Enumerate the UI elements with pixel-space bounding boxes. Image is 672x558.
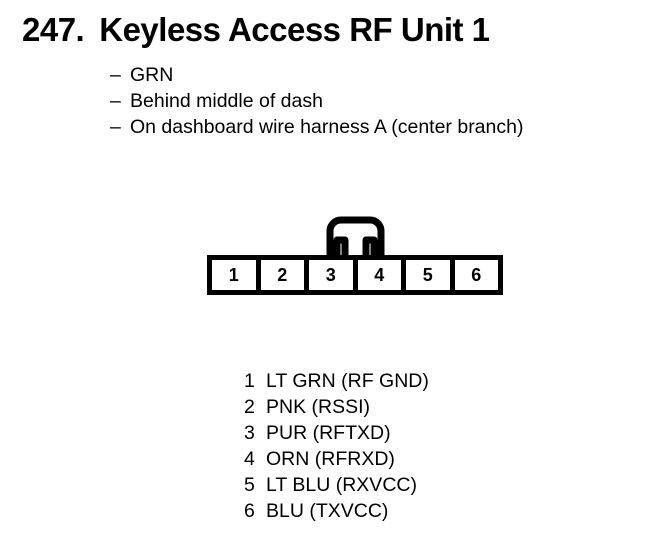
pin-number: 1 xyxy=(244,370,255,392)
note-label: GRN xyxy=(130,64,174,86)
pin-description: LT GRN (RF GND) xyxy=(266,370,429,392)
connector-cavity: 3 xyxy=(309,260,353,290)
dash-icon: – xyxy=(110,90,121,112)
pin-description: LT BLU (RXVCC) xyxy=(266,474,417,496)
note-item: – Behind middle of dash xyxy=(110,88,650,114)
note-item: – On dashboard wire harness A (center br… xyxy=(110,114,650,140)
pin-legend-row: 3 PUR (RFTXD) xyxy=(244,420,429,446)
pin-number: 5 xyxy=(244,474,255,496)
dash-icon: – xyxy=(110,116,121,138)
pin-description: PNK (RSSI) xyxy=(266,396,371,418)
connector-body: 1 2 3 4 5 6 xyxy=(207,255,503,295)
connector-cavity: 2 xyxy=(260,260,304,290)
pin-number: 2 xyxy=(244,396,255,418)
pin-legend-row: 1 LT GRN (RF GND) xyxy=(244,368,429,394)
entry-number: 247. xyxy=(22,11,85,48)
note-label: On dashboard wire harness A (center bran… xyxy=(130,116,524,138)
pin-number: 4 xyxy=(244,448,255,470)
connector-cavity: 1 xyxy=(212,260,256,290)
pin-description: BLU (TXVCC) xyxy=(266,500,389,522)
pin-legend-row: 5 LT BLU (RXVCC) xyxy=(244,472,429,498)
note-item: – GRN xyxy=(110,62,650,88)
connector-cavity: 5 xyxy=(406,260,450,290)
pin-legend: 1 LT GRN (RF GND) 2 PNK (RSSI) 3 PUR (RF… xyxy=(244,368,429,524)
dash-icon: – xyxy=(110,64,121,86)
pin-number: 6 xyxy=(244,500,255,522)
page-title: 247. Keyless Access RF Unit 1 xyxy=(22,13,490,46)
pin-legend-row: 2 PNK (RSSI) xyxy=(244,394,429,420)
note-label: Behind middle of dash xyxy=(130,90,323,112)
pin-description: PUR (RFTXD) xyxy=(266,422,391,444)
entry-title: Keyless Access RF Unit 1 xyxy=(99,11,490,48)
pin-description: ORN (RFRXD) xyxy=(266,448,395,470)
connector-diagram: 1 2 3 4 5 6 xyxy=(207,215,503,295)
connector-cavity: 4 xyxy=(357,260,401,290)
notes-list: – GRN – Behind middle of dash – On dashb… xyxy=(110,62,650,140)
connector-latch-icon xyxy=(320,215,391,259)
pin-legend-row: 6 BLU (TXVCC) xyxy=(244,498,429,524)
connector-cavity: 6 xyxy=(454,260,498,290)
pin-legend-row: 4 ORN (RFRXD) xyxy=(244,446,429,472)
pin-number: 3 xyxy=(244,422,255,444)
